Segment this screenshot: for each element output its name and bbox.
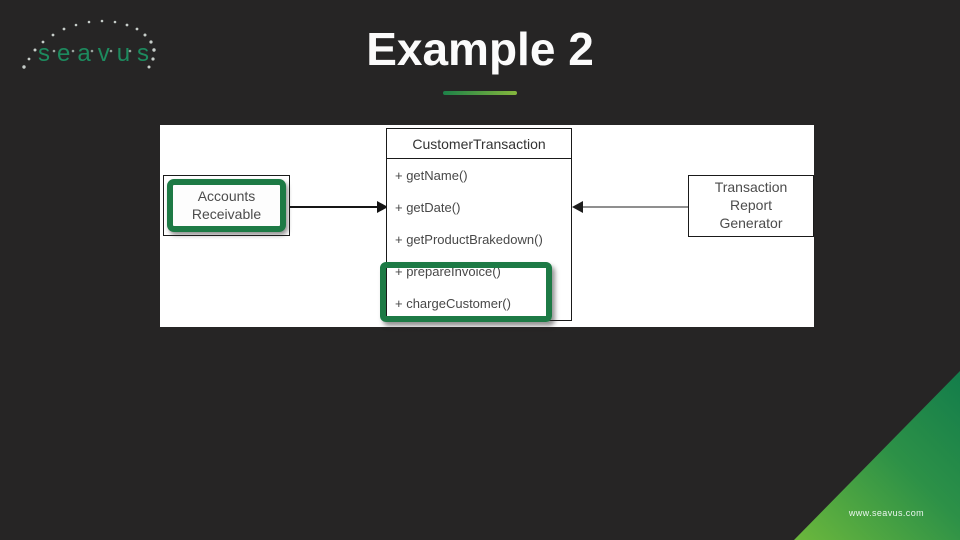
arrow-generator-to-class-line bbox=[583, 206, 688, 208]
accounts-label-line2: Receivable bbox=[191, 205, 262, 222]
generator-label-line2: Report bbox=[729, 197, 773, 214]
logo-wordmark: seavus bbox=[38, 40, 157, 67]
class-name: CustomerTransaction bbox=[387, 129, 571, 159]
footer-url: www.seavus.com bbox=[848, 508, 924, 518]
accounts-highlight-annotation: Accounts Receivable bbox=[167, 179, 286, 232]
arrow-accounts-to-class-line bbox=[290, 206, 377, 208]
class-method: + prepareInvoice() bbox=[395, 264, 501, 280]
page-title: Example 2 bbox=[366, 23, 594, 75]
transaction-report-generator-box: Transaction Report Generator bbox=[688, 175, 814, 237]
class-method: + getName() bbox=[395, 167, 468, 183]
diagram-panel: Accounts Receivable CustomerTransaction … bbox=[160, 125, 814, 327]
accounts-label-line1: Accounts bbox=[197, 188, 256, 205]
generator-label-line3: Generator bbox=[719, 214, 783, 231]
right-arrowhead-icon bbox=[377, 201, 388, 213]
accounts-receivable-box: Accounts Receivable bbox=[163, 175, 290, 236]
class-method: + chargeCustomer() bbox=[395, 296, 511, 312]
logo-dots-arc-icon bbox=[22, 19, 156, 69]
left-arrowhead-icon bbox=[572, 201, 583, 213]
class-method: + getProductBrakedown() bbox=[395, 232, 543, 247]
generator-label-line1: Transaction bbox=[714, 179, 788, 196]
customer-transaction-class: CustomerTransaction + getName() + getDat… bbox=[386, 128, 572, 321]
title-underline bbox=[443, 91, 517, 95]
seavus-logo: seavus bbox=[18, 12, 170, 80]
class-method-list: + getName() + getDate() + getProductBrak… bbox=[387, 159, 571, 320]
class-method: + getDate() bbox=[395, 199, 461, 215]
